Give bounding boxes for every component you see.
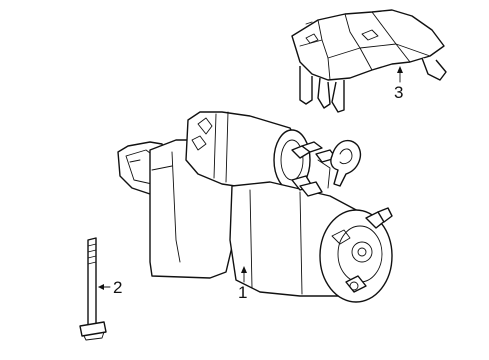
- callout-label-1: 1: [238, 283, 247, 302]
- callout-1: 1: [238, 266, 247, 302]
- callout-label-2: 2: [113, 278, 122, 297]
- heat-shield: [291, 9, 447, 113]
- mounting-bolt: [79, 237, 107, 341]
- callout-label-3: 3: [394, 83, 403, 102]
- starter-motor: [117, 111, 393, 303]
- callout-3: 3: [394, 66, 403, 102]
- callout-2: 2: [98, 278, 122, 297]
